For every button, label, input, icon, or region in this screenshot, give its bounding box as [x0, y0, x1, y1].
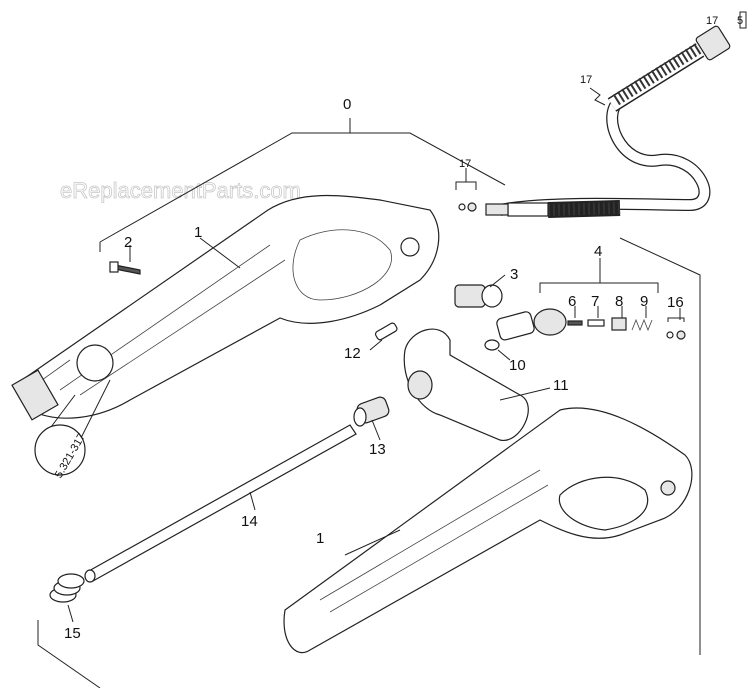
- o-ring-part: [484, 339, 500, 351]
- callout-1-top: 1: [194, 224, 202, 241]
- callout-3: 3: [510, 266, 518, 283]
- callout-14: 14: [241, 513, 258, 530]
- callout-1-bottom: 1: [316, 530, 324, 547]
- callout-17-group: 17: [459, 158, 471, 170]
- assembly-outline: [37, 118, 701, 688]
- sleeve-part: [353, 396, 390, 427]
- callout-0: 0: [343, 96, 351, 113]
- callout-2: 2: [124, 234, 132, 251]
- leader-lines: [67, 87, 681, 623]
- screw-part: [109, 261, 141, 275]
- callout-4: 4: [594, 243, 602, 260]
- callout-17-topright: 17: [706, 15, 718, 27]
- handle-half-left: [11, 194, 440, 421]
- valve-parts: [458, 202, 686, 341]
- callout-15: 15: [64, 625, 81, 642]
- callout-7: 7: [591, 293, 599, 310]
- callout-8: 8: [615, 293, 623, 310]
- callout-9: 9: [640, 293, 648, 310]
- watermark: eReplacementParts.com: [60, 178, 301, 203]
- hose-assembly: [485, 25, 731, 218]
- spring-part: [49, 573, 85, 603]
- callout-16: 16: [667, 294, 684, 311]
- callout-12: 12: [344, 345, 361, 362]
- callout-5: 5: [737, 15, 743, 27]
- rod-part: [84, 424, 357, 583]
- callout-6: 6: [568, 293, 576, 310]
- fitting-part: [454, 284, 503, 308]
- callout-10: 10: [509, 357, 526, 374]
- callout-17-hose: 17: [580, 74, 592, 86]
- pin-part: [374, 322, 398, 341]
- group-brackets: [455, 11, 747, 322]
- handle-half-right: [283, 407, 693, 654]
- trigger-part: [403, 328, 529, 441]
- callout-11: 11: [553, 377, 569, 394]
- callout-13: 13: [369, 441, 386, 458]
- magnifier-detail: 5.321-317: [34, 379, 111, 480]
